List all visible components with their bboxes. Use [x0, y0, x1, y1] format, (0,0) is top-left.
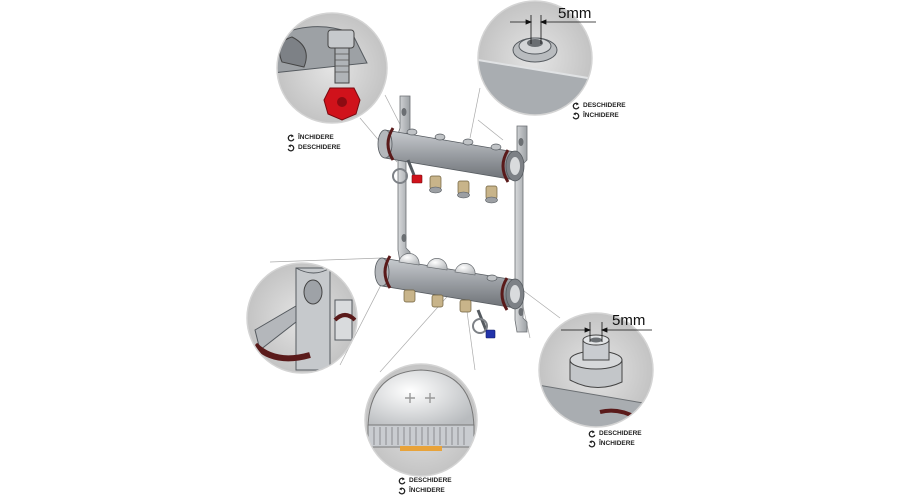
leader-lines — [269, 87, 561, 373]
dimension-label-bottom: 5mm — [612, 312, 646, 329]
rotate-cw-icon — [398, 487, 406, 495]
rotate-ccw-icon — [398, 477, 406, 485]
rotate-cw-icon — [572, 112, 580, 120]
rotate-cw-icon — [588, 440, 596, 448]
legend-row: DESCHIDERE — [572, 101, 626, 111]
legend-row: ÎNCHIDERE — [572, 111, 626, 121]
detail-dome-cap — [364, 363, 478, 477]
dimension-label-top: 5mm — [558, 5, 592, 22]
top-manifold-bar — [377, 127, 525, 204]
legend-open-label: DESCHIDERE — [599, 430, 642, 437]
left-wall-bracket — [397, 95, 411, 263]
rotate-ccw-icon — [572, 102, 580, 110]
legend-close-label: ÎNCHIDERE — [583, 112, 619, 119]
legend-close-label: ÎNCHIDERE — [298, 134, 334, 141]
manifold-assembly — [374, 95, 528, 339]
legend-close-label: ÎNCHIDERE — [599, 440, 635, 447]
legend-bottom-right: DESCHIDERE ÎNCHIDERE — [588, 429, 642, 449]
detail-bracket-clamp — [246, 262, 358, 374]
detail-bottom-nut — [538, 312, 654, 428]
legend-top-right: DESCHIDERE ÎNCHIDERE — [572, 101, 626, 121]
legend-row: ÎNCHIDERE — [588, 439, 642, 449]
dimension-5mm-top — [510, 15, 596, 44]
detail-red-valve — [276, 12, 388, 124]
legend-open-label: DESCHIDERE — [409, 477, 452, 484]
legend-open-label: DESCHIDERE — [298, 144, 341, 151]
legend-row: DESCHIDERE — [287, 143, 341, 153]
legend-row: DESCHIDERE — [588, 429, 642, 439]
rotate-ccw-icon — [588, 430, 596, 438]
rotate-cw-icon — [287, 144, 295, 152]
legend-open-label: DESCHIDERE — [583, 102, 626, 109]
rotate-ccw-icon — [287, 134, 295, 142]
bottom-manifold-bar — [374, 253, 525, 339]
legend-bottom-center: DESCHIDERE ÎNCHIDERE — [398, 476, 452, 496]
legend-close-label: ÎNCHIDERE — [409, 487, 445, 494]
legend-row: ÎNCHIDERE — [398, 486, 452, 496]
legend-row: DESCHIDERE — [398, 476, 452, 486]
dimension-5mm-bottom — [561, 322, 652, 342]
legend-row: ÎNCHIDERE — [287, 133, 341, 143]
legend-top-left: ÎNCHIDERE DESCHIDERE — [287, 133, 341, 153]
